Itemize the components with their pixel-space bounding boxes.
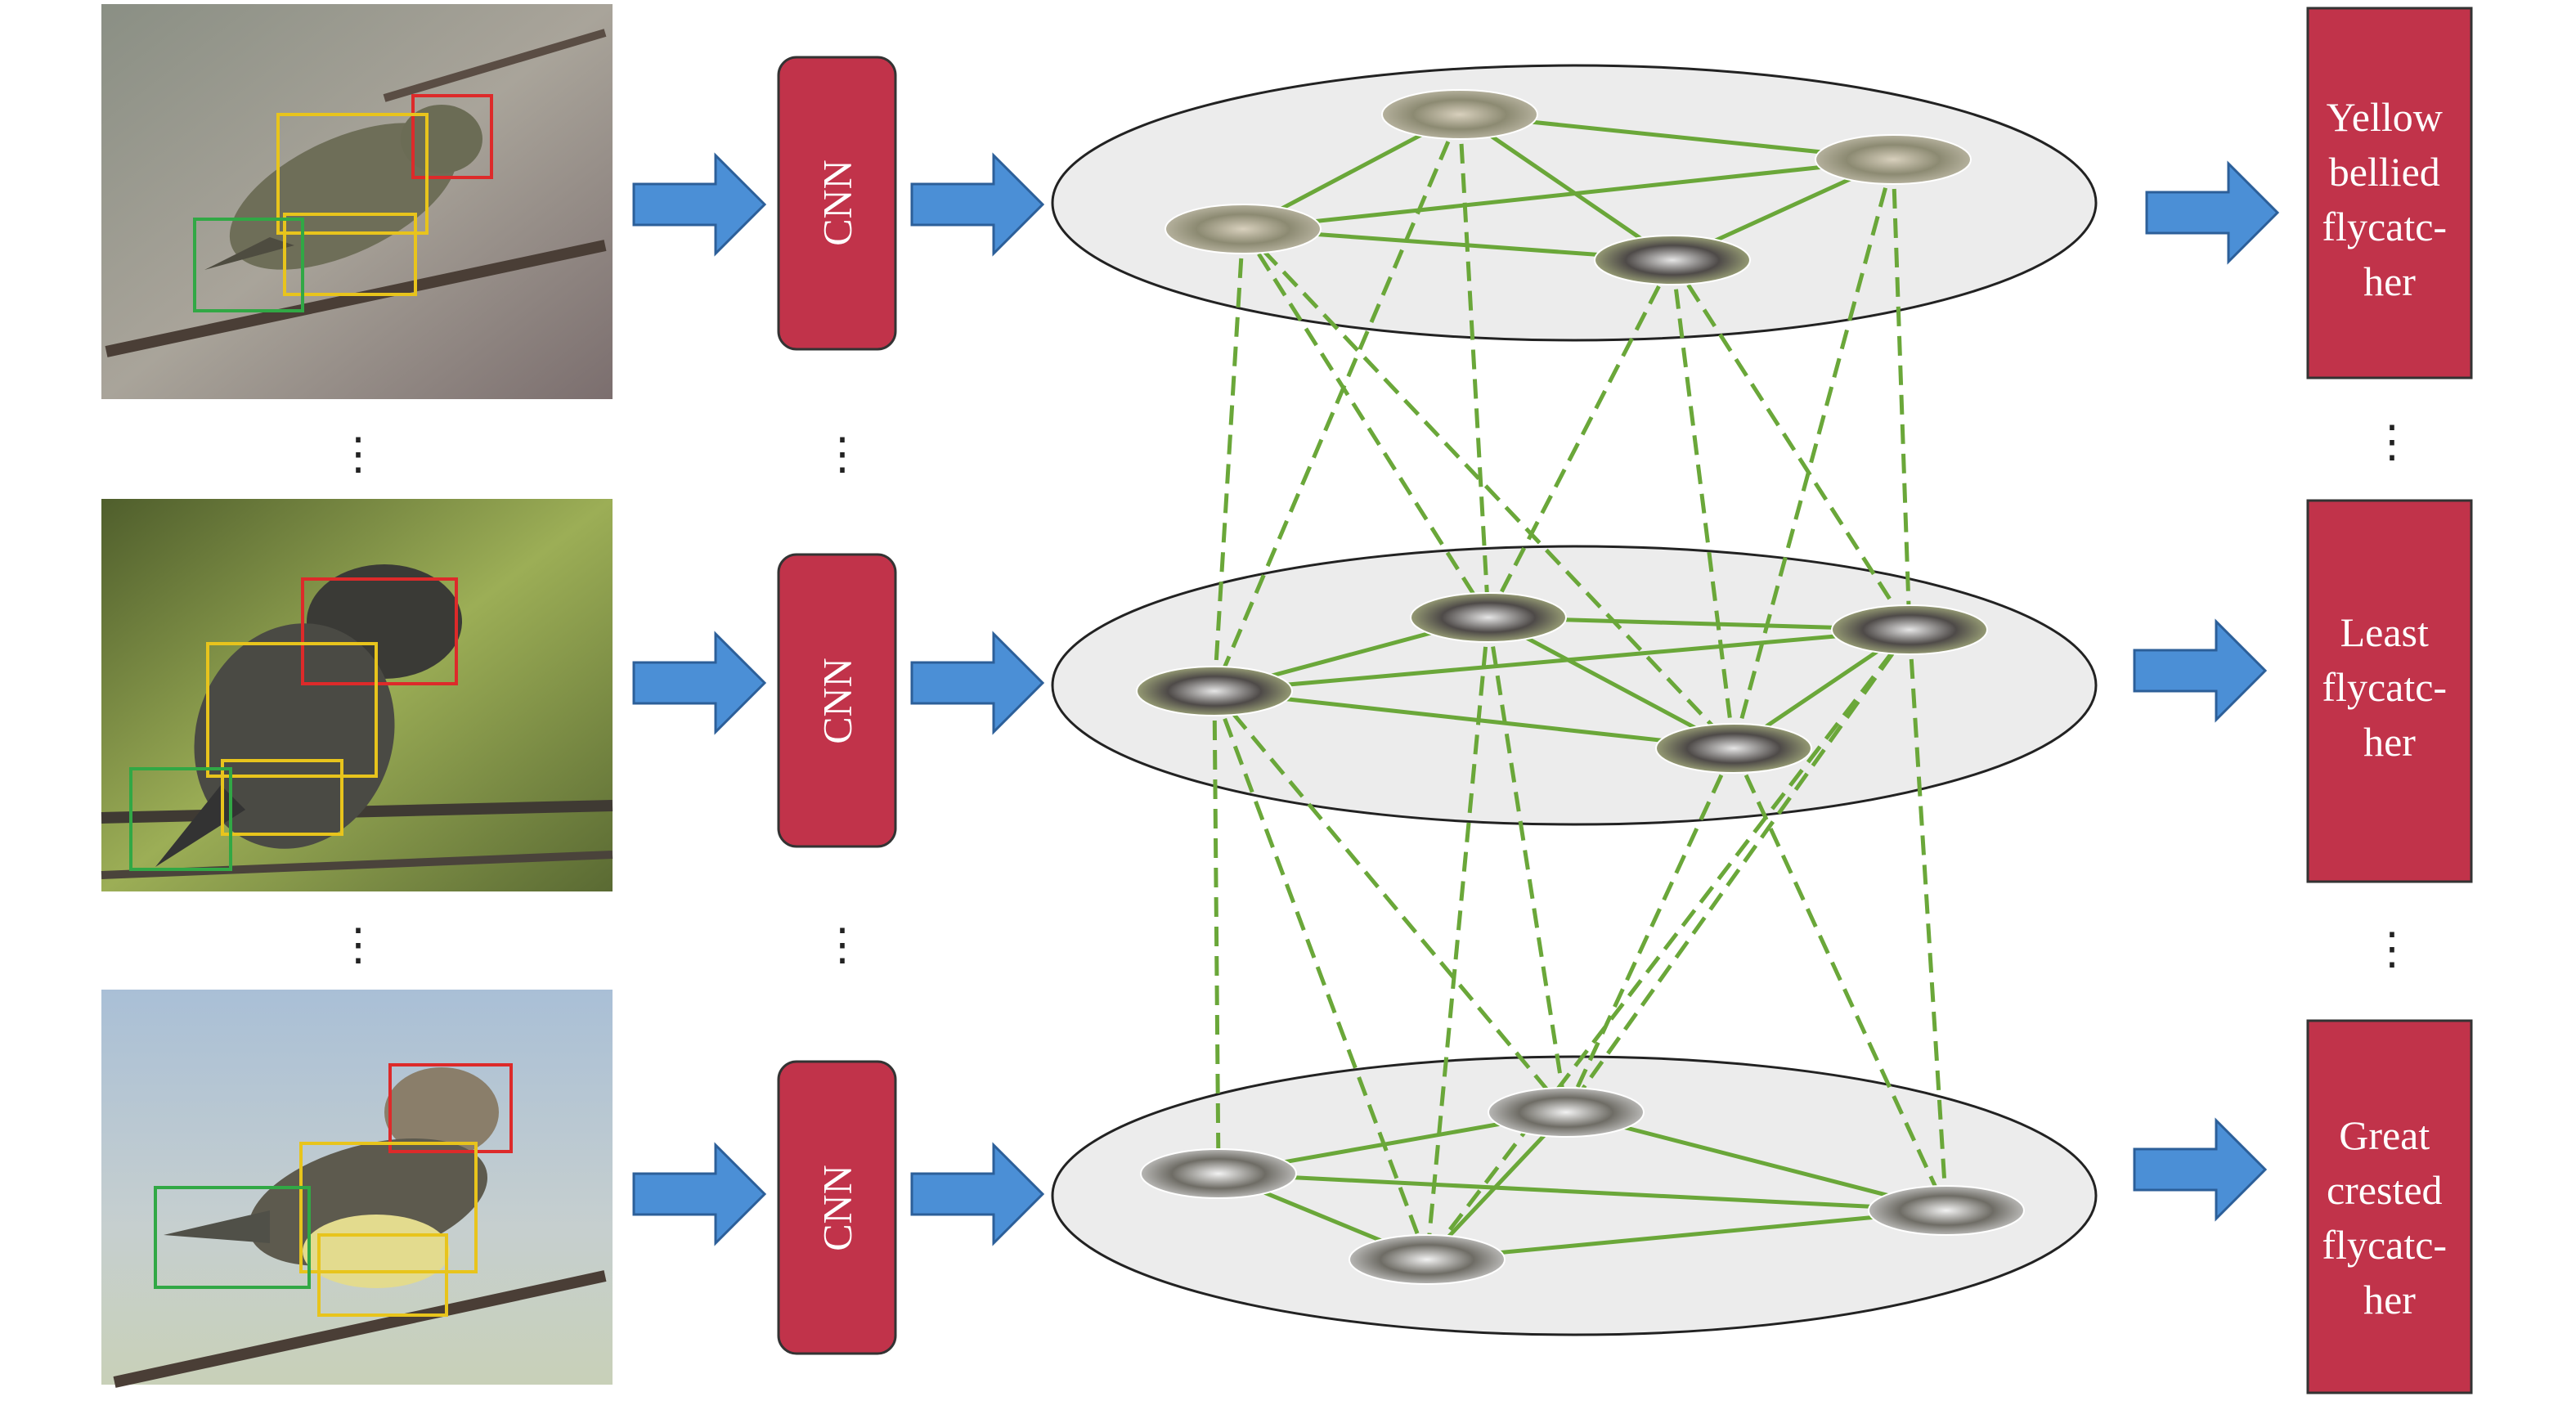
class-label-line: Yellow: [2327, 94, 2443, 140]
vertical-ellipsis: ⋮: [336, 920, 380, 969]
class-label-line: Least: [2340, 609, 2429, 655]
class-label-line: bellied: [2329, 149, 2440, 195]
class-label-line: her: [2363, 258, 2416, 304]
input-image-2: [101, 499, 613, 891]
part-box-yellow: [317, 1233, 448, 1317]
part-node: [1655, 723, 1812, 774]
part-box-yellow: [221, 759, 343, 836]
arrow-cnn-to-graph: [910, 152, 1045, 1246]
class-label-line: Great: [2339, 1112, 2430, 1158]
part-box-red: [301, 577, 458, 685]
part-node: [1410, 592, 1567, 643]
part-node: [1136, 666, 1293, 716]
part-node: [1815, 134, 1972, 185]
cnn-label: CNN: [815, 159, 860, 246]
part-box-red: [411, 94, 493, 179]
vertical-ellipsis: ⋮: [2370, 417, 2414, 466]
svg-text:Great crested flyc: Great crested flycatc- her: [2322, 1112, 2457, 1322]
cnn-label: CNN: [815, 1165, 860, 1251]
vertical-ellipsis: ⋮: [820, 429, 864, 478]
part-box-yellow: [299, 1142, 478, 1273]
arrow-graph-to-class: [2133, 160, 2280, 1222]
part-box-green: [129, 767, 232, 871]
graph-nodes: [1136, 89, 2025, 1285]
part-node: [1488, 1087, 1645, 1138]
inter-graph-edges: [1212, 114, 1949, 1261]
part-node: [1868, 1185, 2025, 1236]
graph-plane-3: [1051, 1055, 2098, 1336]
part-box-yellow: [283, 213, 417, 296]
arrow-image-to-cnn: [632, 152, 767, 1246]
svg-text:Yellow bellied fly: Yellow bellied flycatc- her: [2322, 94, 2457, 304]
svg-text:Least flycatc- her: Least flycatc- her: [2322, 609, 2457, 765]
vertical-ellipsis: ⋮: [336, 429, 380, 478]
vertical-ellipsis: ⋮: [2370, 924, 2414, 973]
vertical-ellipsis: ⋮: [820, 920, 864, 969]
class-label-line: her: [2363, 1277, 2416, 1322]
part-node: [1349, 1234, 1506, 1285]
class-box-3: Great crested flycatc- her: [2306, 1019, 2473, 1394]
class-label-line: her: [2363, 719, 2416, 765]
part-box-green: [154, 1186, 311, 1289]
part-box-green: [193, 218, 304, 312]
part-box-yellow: [206, 642, 378, 778]
part-node: [1594, 235, 1751, 285]
class-label-line: flycatc-: [2322, 1222, 2447, 1268]
part-node: [1831, 604, 1988, 655]
part-node: [1165, 204, 1322, 254]
input-image-1: [101, 4, 613, 399]
cnn-block-3: CNN: [777, 1060, 897, 1355]
part-box-red: [388, 1063, 513, 1153]
class-box-1: Yellow bellied flycatc- her: [2306, 7, 2473, 379]
class-box-2: Least flycatc- her: [2306, 499, 2473, 883]
class-label-line: flycatc-: [2322, 664, 2447, 710]
graph-plane-1: [1051, 64, 2098, 342]
cnn-label: CNN: [815, 658, 860, 744]
part-node: [1381, 89, 1538, 140]
part-box-yellow: [276, 113, 429, 235]
cnn-block-1: CNN: [777, 56, 897, 351]
graph-plane-2: [1051, 545, 2098, 826]
cnn-block-2: CNN: [777, 553, 897, 848]
input-image-3: [101, 990, 613, 1388]
vertical-ellipsis-group: ⋮ ⋮ ⋮ ⋮ ⋮ ⋮: [336, 417, 2414, 973]
part-node: [1140, 1148, 1297, 1199]
class-label-line: flycatc-: [2322, 204, 2447, 249]
class-label-line: crested: [2327, 1167, 2443, 1213]
